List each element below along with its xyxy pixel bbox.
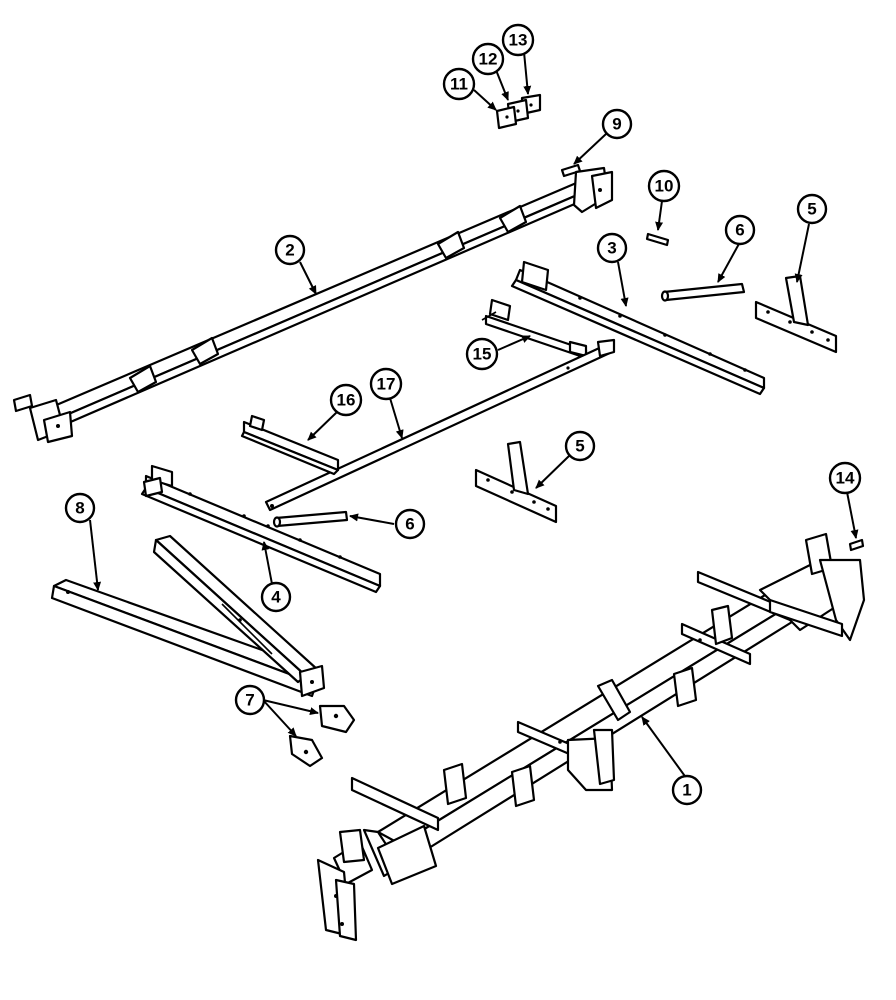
callout-16-label: 16 [337, 391, 356, 410]
callout-11-label: 11 [450, 75, 468, 94]
callout-13-label: 13 [509, 31, 528, 50]
callout-6-lower: 6 [394, 508, 426, 540]
channel-part-4 [140, 464, 382, 594]
callout-8: 8 [64, 492, 96, 524]
callout-7: 7 [234, 684, 266, 716]
callout-13: 13 [501, 23, 535, 57]
bracket-part-5-lower [474, 440, 558, 524]
callout-3: 3 [596, 232, 628, 264]
callout-17-label: 17 [377, 375, 396, 394]
pin-part-14 [848, 538, 865, 552]
callout-6-upper: 6 [724, 214, 756, 246]
callout-3-label: 3 [607, 239, 616, 258]
plate-part-11 [495, 105, 518, 130]
callout-2-label: 2 [285, 241, 294, 260]
callout-5-lower-label: 5 [575, 437, 584, 456]
callout-8-label: 8 [75, 499, 84, 518]
rod-part-17 [264, 338, 616, 512]
channel-part-16 [240, 414, 340, 476]
callout-4: 4 [260, 581, 292, 613]
bracket-part-7 [288, 704, 356, 768]
callout-5-upper: 5 [796, 193, 828, 225]
callout-17: 17 [369, 367, 403, 401]
callout-16: 16 [329, 383, 363, 417]
callout-9: 9 [601, 108, 633, 140]
callout-15-label: 15 [473, 345, 492, 364]
callout-14: 14 [828, 461, 862, 495]
bracket-part-5-upper [754, 274, 838, 354]
pin-part-10 [645, 232, 670, 247]
callout-10-label: 10 [655, 177, 674, 196]
callout-10: 10 [647, 169, 681, 203]
main-frame-part-1 [316, 532, 866, 942]
callout-6-lower-label: 6 [405, 515, 414, 534]
beam-part-2 [12, 166, 614, 444]
callout-9-label: 9 [612, 115, 621, 134]
callout-4-label: 4 [271, 588, 281, 607]
callout-5-lower: 5 [564, 430, 596, 462]
a-frame-part-8 [50, 534, 326, 698]
callout-7-label: 7 [245, 691, 254, 710]
callout-5-upper-label: 5 [807, 200, 816, 219]
angle-bar-part-3 [510, 260, 766, 396]
callout-1-label: 1 [682, 781, 691, 800]
callout-12: 12 [471, 42, 505, 76]
tube-part-6-lower [272, 510, 349, 528]
tube-part-6-upper [660, 282, 746, 302]
callout-6-upper-label: 6 [735, 221, 744, 240]
callout-11: 11 [442, 67, 476, 101]
callout-15: 15 [465, 337, 499, 371]
leader-lines [89, 51, 859, 780]
callout-12-label: 12 [479, 50, 498, 69]
callout-1: 1 [671, 774, 703, 806]
callout-14-label: 14 [836, 469, 855, 488]
callout-2: 2 [274, 234, 306, 266]
